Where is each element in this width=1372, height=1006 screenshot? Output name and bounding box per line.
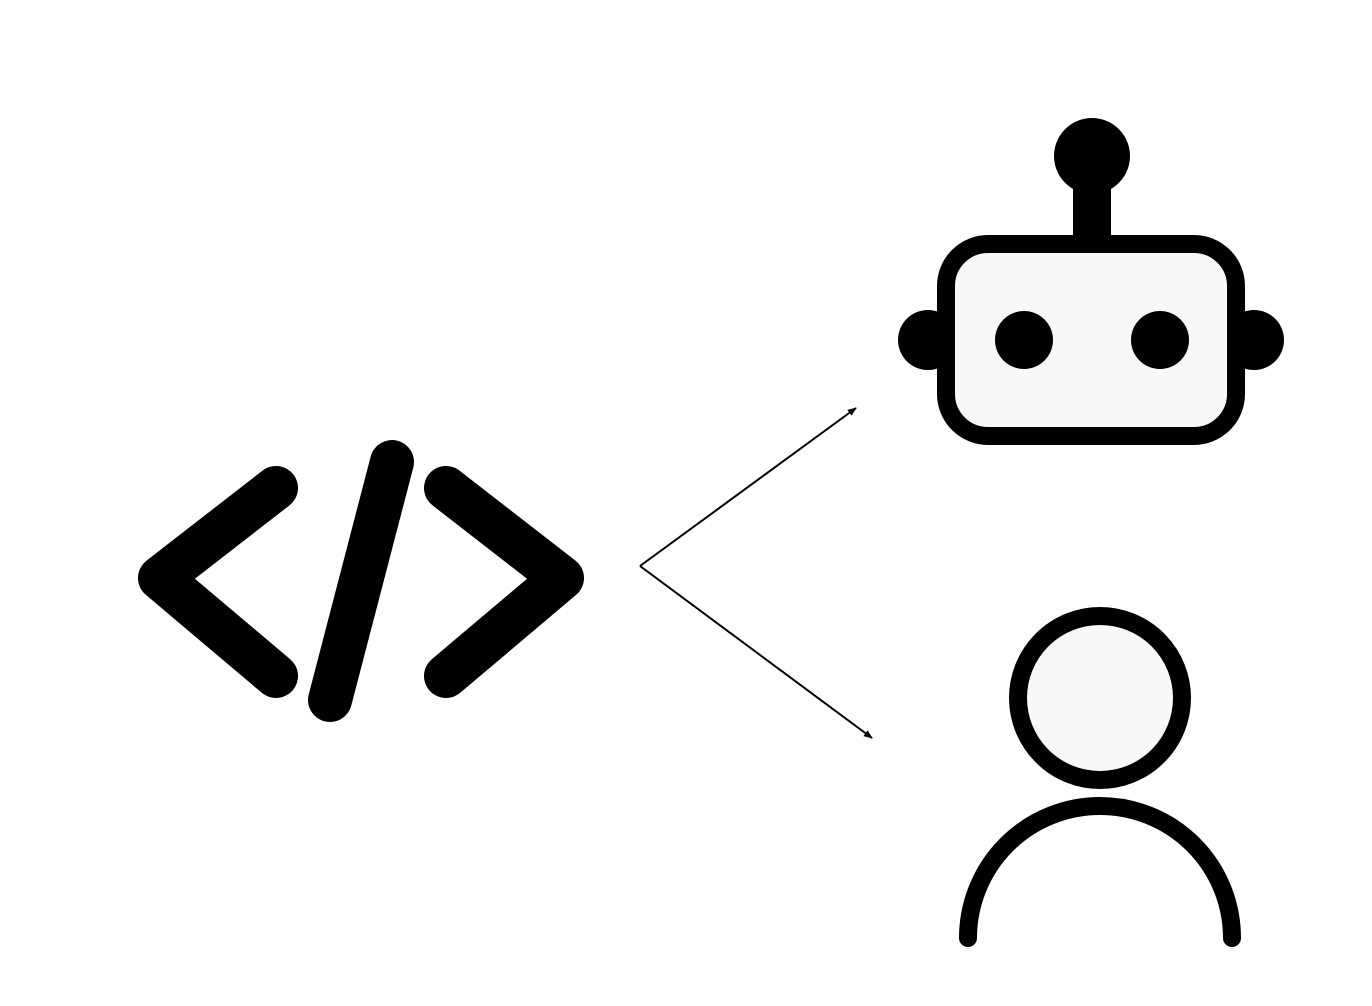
code-icon-slash [308,440,414,722]
robot-icon [898,118,1284,445]
edge-code-to-user [639,565,873,739]
robot-antenna-stem [1073,176,1111,246]
code-icon [138,440,584,722]
robot-antenna-ball [1054,118,1130,194]
user-head [1009,607,1191,789]
edges [639,407,873,739]
code-icon-right-bracket [424,466,584,698]
robot-head [937,235,1245,445]
user-icon [959,607,1241,947]
user-shoulders [959,797,1241,947]
robot-right-eye [1131,311,1189,369]
edge-code-to-robot [639,407,857,567]
code-icon-left-bracket [138,466,298,698]
robot-left-eye [995,311,1053,369]
